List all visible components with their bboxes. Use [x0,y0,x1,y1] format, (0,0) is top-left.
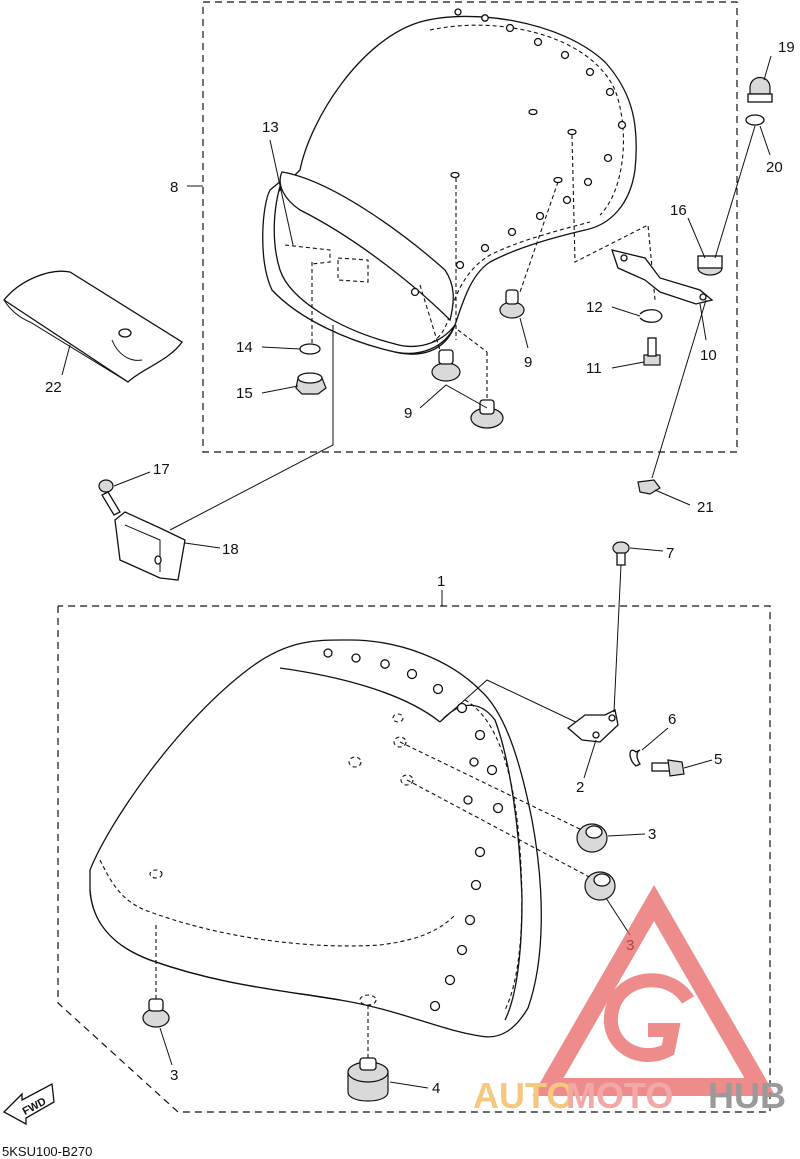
callout-16: 16 [670,202,687,219]
callout-15: 15 [236,385,253,402]
rear-seat-rivets [410,8,627,297]
callout-13: 13 [262,119,279,136]
bracket-10 [611,249,714,305]
callout-1: 1 [437,573,445,590]
cover-22 [3,270,183,383]
grommet-16 [697,255,723,276]
fwd-arrow-icon: FWD [2,1082,55,1126]
leader-lines [61,55,772,1089]
callout-6: 6 [668,711,676,728]
watermark-text: AUTO MOTO HUB [473,1075,786,1116]
diagram-code: 5KSU100-B270 [2,1144,92,1159]
callout-12: 12 [586,299,603,316]
main-seat-body [89,639,542,1038]
clip-12 [639,309,663,323]
bolt-5 [651,759,685,777]
watermark-logo-icon [532,884,776,1096]
bracket-2 [566,709,619,743]
callout-2: 2 [576,779,584,796]
main-seat-group-frame [57,605,771,1113]
callout-numbers: 8 13 14 15 9 9 12 11 10 16 19 20 21 22 1… [45,39,795,1097]
callout-4: 4 [432,1080,440,1097]
bolt-11 [643,337,661,366]
bolt-17 [98,479,121,516]
callout-8: 8 [170,179,178,196]
callout-18: 18 [222,541,239,558]
callout-5: 5 [714,751,722,768]
callout-20: 20 [766,159,783,176]
callout-11: 11 [586,360,602,377]
callout-10: 10 [700,347,717,364]
rubber-damper-9a [499,289,525,319]
rear-seat-group-frame [202,1,738,453]
bolt-7 [612,541,630,566]
clip-6 [629,749,641,767]
callout-3c: 3 [170,1067,178,1084]
rubber-damper-3b [584,871,616,901]
callout-17: 17 [153,461,170,478]
rear-seat-body [262,8,637,355]
nut-21 [637,479,661,495]
callout-9b: 9 [404,405,412,422]
main-seat-rivets [149,648,504,1012]
callout-22: 22 [45,379,62,396]
rubber-damper-9b [431,349,461,382]
washer-20 [745,114,765,126]
callout-21: 21 [697,499,714,516]
cap-nut-19 [747,76,773,103]
nut-15 [295,372,327,395]
callout-7: 7 [666,545,674,562]
watermark-hub: HUB [708,1075,786,1116]
callout-19: 19 [778,39,795,56]
watermark-moto: MOTO [566,1075,673,1116]
washer-14 [299,343,321,355]
rubber-damper-4 [347,1057,389,1102]
bracket-18 [114,511,186,581]
rubber-damper-9c [470,399,504,429]
callout-14: 14 [236,339,253,356]
callout-3a: 3 [648,826,656,843]
rubber-damper-3a [576,823,608,853]
watermark-auto: AUTO [473,1075,574,1116]
rubber-damper-3c [142,998,170,1028]
callout-9a: 9 [524,354,532,371]
